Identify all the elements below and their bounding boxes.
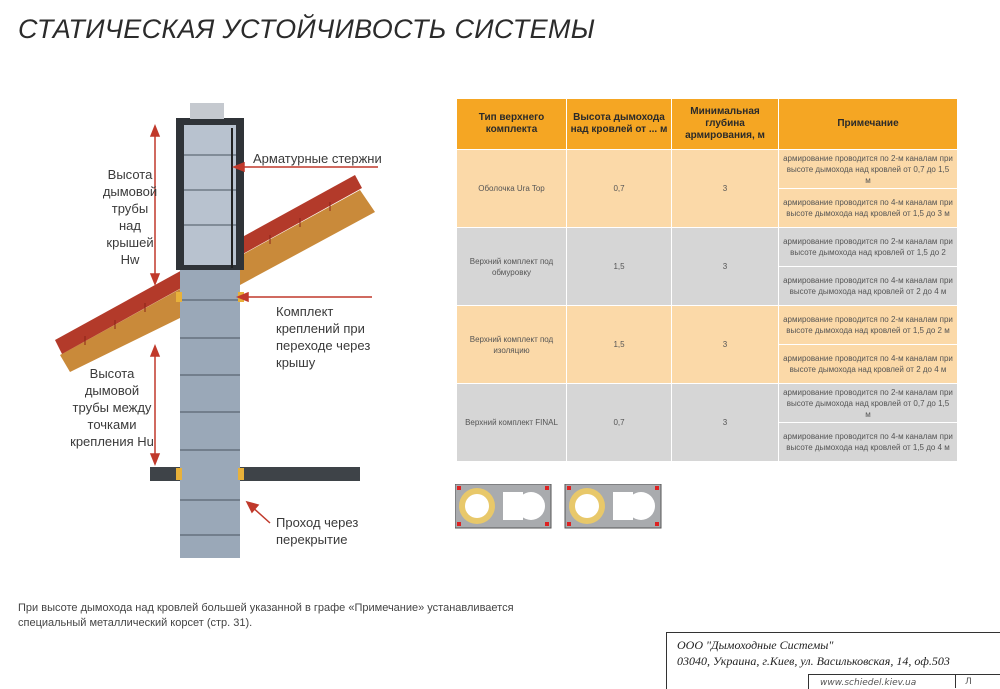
stamp-address: 03040, Украина, г.Киев, ул. Васильковска… bbox=[677, 654, 950, 668]
table-row: армирование проводится по 4-м каналам пр… bbox=[457, 422, 958, 462]
cross-section-2-channel bbox=[455, 484, 552, 529]
ceiling-bracket bbox=[176, 468, 182, 480]
label-kit: Комплект креплений при переходе через кр… bbox=[276, 304, 371, 370]
roof-bracket bbox=[176, 292, 182, 302]
stamp-company: ООО "Дымоходные Системы" bbox=[677, 638, 834, 652]
page-title: СТАТИЧЕСКАЯ УСТОЙЧИВОСТЬ СИСТЕМЫ bbox=[18, 14, 595, 44]
label-hu: Высота дымовой трубы между точками крепл… bbox=[70, 366, 154, 449]
cross-section-4-channel bbox=[564, 484, 662, 529]
cross-sections bbox=[455, 484, 662, 529]
table-row: Верхний комплект FINAL 0,7 3 армирование… bbox=[456, 383, 958, 462]
header-height: Высота дымохода над кровлей от ... м bbox=[566, 98, 672, 150]
stamp-page: Л bbox=[965, 677, 972, 687]
header-depth: Минимальная глубина армирования, м bbox=[671, 98, 779, 150]
table-row: армирование проводится по 4-м каналам пр… bbox=[457, 266, 958, 306]
footnote: При высоте дымохода над кровлей большей … bbox=[18, 602, 514, 629]
stamp-website: www.schiedel.kiev.ua bbox=[820, 678, 917, 688]
table-row: армирование проводится по 4-м каналам пр… bbox=[457, 344, 958, 384]
label-hw: Высота дымовой трубы над крышей Hw bbox=[102, 167, 158, 267]
label-passage: Проход через перекрытие bbox=[276, 515, 359, 547]
label-rods: Арматурные стержни bbox=[253, 151, 382, 166]
chimney-cap bbox=[190, 103, 224, 119]
header-type: Тип верхнего комплекта bbox=[456, 98, 567, 150]
chimney-illustration bbox=[55, 103, 378, 558]
table-row: Верхний комплект под обмуровку 1,5 3 арм… bbox=[456, 227, 958, 306]
reinforcement-table: Тип верхнего комплекта Высота дымохода н… bbox=[456, 98, 958, 462]
header-note: Примечание bbox=[778, 98, 958, 150]
title-block bbox=[666, 632, 1000, 689]
table-row: Верхний комплект под изоляцию 1,5 3 арми… bbox=[456, 305, 958, 384]
table-row: Оболочка Ura Top 0,7 3 армирование прово… bbox=[456, 149, 958, 228]
